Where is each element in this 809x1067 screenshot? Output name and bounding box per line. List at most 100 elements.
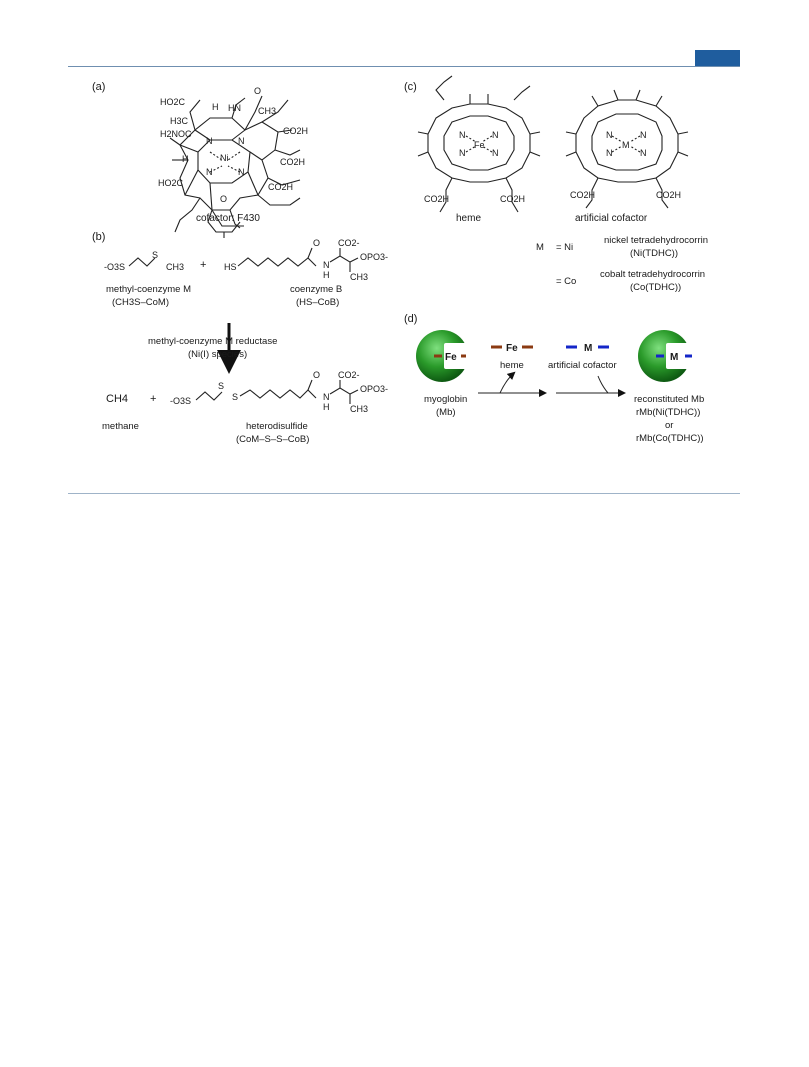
cob-abbr: (HS–CoB): [296, 297, 339, 308]
heme-free-metal: Fe: [506, 343, 518, 354]
mcom-o3s: -O3S: [104, 262, 125, 272]
f430-ch3-right: CH3: [258, 106, 276, 116]
cob-opo3: OPO3-: [360, 252, 388, 262]
myoglobin-name: myoglobin: [424, 394, 467, 405]
f430-n4: N: [238, 167, 245, 177]
heme-n2: N: [492, 130, 499, 140]
hds-h: H: [323, 402, 330, 412]
panel-b: (b) -O3S S CH3 methyl-coenzyme M (CH3S–C…: [92, 231, 388, 445]
hds-o: O: [313, 370, 320, 380]
f430-structure: [169, 95, 301, 238]
cob-o: O: [313, 238, 320, 248]
f430-o-ketone: O: [220, 194, 227, 204]
f430-n2: N: [238, 136, 245, 146]
plus-1: +: [200, 259, 206, 271]
tdhc-name: artificial cofactor: [575, 213, 648, 224]
mcom-bonds: [128, 257, 156, 267]
arrow-cofactor-in: [597, 375, 609, 394]
cob-co2: CO2-: [338, 238, 360, 248]
methane-name: methane: [102, 421, 139, 432]
hds-co2: CO2-: [338, 370, 360, 380]
legend-m: M: [536, 242, 544, 253]
hds-opo3: OPO3-: [360, 384, 388, 394]
legend-co-abbr: (Co(TDHC)): [630, 282, 681, 293]
recon-ni: rMb(Ni(TDHC)): [636, 407, 700, 418]
f430-h3c: H3C: [170, 116, 189, 126]
cob-chain: [237, 257, 317, 267]
f430-n3: N: [206, 167, 213, 177]
arrow-heme-out: [499, 371, 516, 394]
hds-o3s: -O3S: [170, 396, 191, 406]
cob-n: N: [323, 260, 330, 270]
panel-a-label: (a): [92, 81, 105, 93]
recon-name: reconstituted Mb: [634, 394, 704, 405]
f430-h-top: H: [212, 102, 219, 112]
cob-carbonyl: [307, 247, 313, 259]
tdhc-n1: N: [606, 130, 613, 140]
header-corner-tab: [695, 50, 740, 66]
heme-n4: N: [492, 148, 499, 158]
cob-hs: HS: [224, 262, 237, 272]
hds-ch3: CH3: [350, 404, 368, 414]
mcom-name: methyl-coenzyme M: [106, 284, 191, 295]
f430-h-left: H: [182, 154, 189, 164]
hds-s1: S: [218, 381, 224, 391]
tdhc-co2h-left: CO2H: [570, 190, 595, 200]
mcom-s: S: [152, 250, 158, 260]
recon-metal: M: [670, 352, 678, 363]
hds-right-chain: [239, 389, 317, 399]
mcom-abbr: (CH3S–CoM): [112, 297, 169, 308]
methane-formula: CH4: [106, 393, 128, 405]
hds-name: heterodisulfide: [246, 421, 308, 432]
tdhc-n3: N: [606, 148, 613, 158]
myoglobin-abbr: (Mb): [436, 407, 456, 418]
tdhc-n4: N: [640, 148, 647, 158]
reconstituted-globe: [638, 330, 692, 382]
f430-n1: N: [206, 136, 213, 146]
legend-ni-name: nickel tetradehydrocorrin: [604, 235, 708, 246]
f430-ho2c-top: HO2C: [160, 97, 186, 107]
heme-metal: Fe: [474, 140, 485, 150]
panel-d-label: (d): [404, 313, 417, 325]
tdhc-n2: N: [640, 130, 647, 140]
legend-co-eq: = Co: [556, 276, 576, 287]
hds-s2: S: [232, 392, 238, 402]
f430-caption: cofactor: F430: [196, 213, 260, 224]
heme-name: heme: [456, 213, 481, 224]
panel-c-label: (c): [404, 81, 417, 93]
tdhc-co2h-right: CO2H: [656, 190, 681, 200]
legend-co-name: cobalt tetradehydrocorrin: [600, 269, 705, 280]
panel-d: (d) Fe myoglobin (Mb) Fe heme M artifici…: [404, 313, 704, 444]
hds-n: N: [323, 392, 330, 402]
cob-name: coenzyme B: [290, 284, 342, 295]
tdhc-metal: M: [622, 140, 630, 150]
recon-or: or: [665, 420, 673, 431]
legend-ni-eq: = Ni: [556, 242, 573, 253]
mcom-ch3: CH3: [166, 262, 184, 272]
heme-structure: [417, 75, 541, 213]
legend-ni-abbr: (Ni(TDHC)): [630, 248, 678, 259]
cob-h: H: [323, 270, 330, 280]
tdhc-structure: [565, 89, 689, 209]
panel-c: (c) N N N N Fe CO2H CO2H: [404, 75, 708, 293]
plus-2: +: [150, 393, 156, 405]
cofactor-free-metal: M: [584, 343, 592, 354]
f430-metal: Ni: [220, 153, 229, 163]
heme-co2h-left: CO2H: [424, 194, 449, 204]
f430-h2noc: H2NOC: [160, 129, 192, 139]
header-rule: [68, 66, 740, 67]
heme-co2h-right: CO2H: [500, 194, 525, 204]
heme-free-name: heme: [500, 360, 524, 371]
myoglobin-globe: [416, 330, 470, 382]
f430-hn: HN: [228, 103, 241, 113]
cob-branch: [329, 255, 351, 272]
cofactor-free-name: artificial cofactor: [548, 360, 617, 371]
f430-co2h-right-top: CO2H: [283, 126, 308, 136]
enzyme-name: methyl-coenzyme M reductase: [148, 336, 277, 347]
enzyme-species: (Ni(I) species): [188, 349, 247, 360]
heme-n1: N: [459, 130, 466, 140]
hds-left-chain: [195, 391, 223, 401]
cob-ch3: CH3: [350, 272, 368, 282]
figure-bottom-rule: [68, 493, 740, 494]
recon-co: rMb(Co(TDHC)): [636, 433, 704, 444]
